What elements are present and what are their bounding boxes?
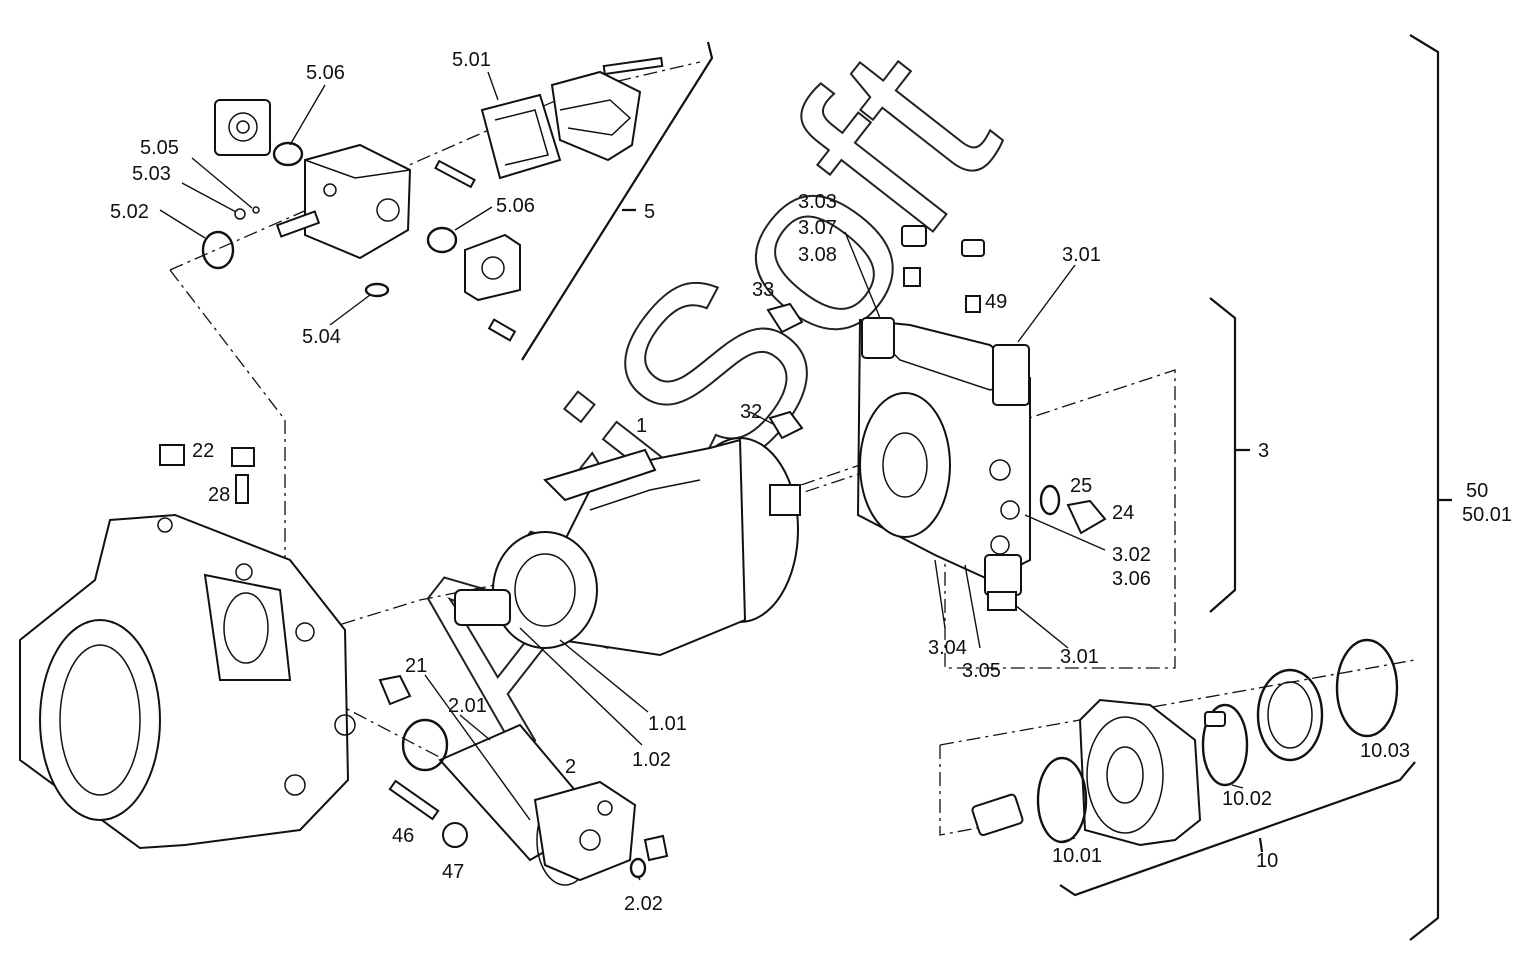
oring-10-01 — [1036, 756, 1088, 844]
label-2-01: 2.01 — [448, 695, 487, 717]
shim-10 — [1256, 668, 1324, 762]
plug-21 — [378, 674, 412, 706]
pump-housing — [19, 513, 356, 850]
plug-24 — [1066, 499, 1107, 535]
label-5-04: 5.04 — [302, 326, 341, 348]
label-10-03: 10.03 — [1360, 740, 1410, 762]
cover-assembly-10 — [971, 698, 1202, 847]
spring-28 — [235, 474, 249, 504]
plug-2-02 — [643, 834, 669, 862]
label-3-08: 3.08 — [798, 244, 837, 266]
label-33: 33 — [752, 279, 774, 301]
spring-3-top — [903, 267, 921, 287]
plug-49-top — [961, 239, 985, 257]
label-3-05: 3.05 — [962, 660, 1001, 682]
bracket-3 — [1209, 297, 1250, 613]
washer-5-03 — [234, 208, 246, 220]
oring-5-06-left — [272, 141, 304, 167]
bracket-10 — [1059, 761, 1416, 897]
label-32: 32 — [740, 401, 762, 423]
label-5-01: 5.01 — [452, 49, 491, 71]
filter-assembly-2 — [438, 723, 637, 886]
label-10-02: 10.02 — [1222, 788, 1272, 810]
label-49: 49 — [985, 291, 1007, 313]
label-24: 24 — [1112, 502, 1134, 524]
callout-labels: 5.01 5.06 5.05 5.03 5.02 5.06 5.04 5 3.0… — [110, 49, 1512, 915]
label-3-01-bottom: 3.01 — [1060, 646, 1099, 668]
label-3-03: 3.03 — [798, 191, 837, 213]
oring-5-04 — [364, 282, 390, 298]
plug-22 — [159, 444, 185, 466]
label-1-02: 1.02 — [632, 749, 671, 771]
leader-lines — [159, 71, 1386, 881]
washer-5-05 — [252, 206, 260, 214]
label-5-06-right: 5.06 — [496, 195, 535, 217]
oring-5-02 — [201, 230, 235, 270]
oring-25 — [1039, 484, 1061, 516]
label-46: 46 — [392, 825, 414, 847]
label-21: 21 — [405, 655, 427, 677]
label-22: 22 — [192, 440, 214, 462]
label-28: 28 — [208, 484, 230, 506]
label-1-01: 1.01 — [648, 713, 687, 735]
pump-assembly-1 — [454, 437, 801, 657]
valve-block-3 — [856, 317, 1031, 611]
label-3-07: 3.07 — [798, 217, 837, 239]
bracket-5 — [521, 41, 714, 361]
label-5: 5 — [644, 201, 655, 223]
oring-21 — [401, 718, 449, 772]
label-1: 1 — [636, 415, 647, 437]
pin-10-02 — [1204, 711, 1226, 727]
plug-28 — [231, 447, 255, 467]
label-5-03: 5.03 — [132, 163, 171, 185]
oring-10-02 — [1201, 703, 1249, 787]
label-10: 10 — [1256, 850, 1278, 872]
label-5-02: 5.02 — [110, 201, 149, 223]
label-2-02: 2.02 — [624, 893, 663, 915]
label-3-04: 3.04 — [928, 637, 967, 659]
plug-3-top — [901, 225, 927, 247]
label-2: 2 — [565, 756, 576, 778]
plug-33 — [766, 302, 804, 334]
label-50-01: 50.01 — [1462, 504, 1512, 526]
label-25: 25 — [1070, 475, 1092, 497]
block-assembly-5 — [214, 56, 664, 342]
screw-46 — [388, 779, 440, 821]
nut-47 — [442, 822, 468, 848]
shim-10-inner — [1267, 681, 1313, 749]
oring-2-02 — [629, 857, 647, 879]
plug-32 — [768, 410, 804, 440]
label-5-05: 5.05 — [140, 137, 179, 159]
label-47: 47 — [442, 861, 464, 883]
label-10-01: 10.01 — [1052, 845, 1102, 867]
label-3-02: 3.02 — [1112, 544, 1151, 566]
oring-10-03 — [1335, 638, 1399, 738]
label-3-06: 3.06 — [1112, 568, 1151, 590]
spring-49 — [965, 295, 981, 313]
label-5-06-top: 5.06 — [306, 62, 345, 84]
oring-5-06-right — [426, 226, 458, 254]
label-3-01-top: 3.01 — [1062, 244, 1101, 266]
label-50: 50 — [1466, 480, 1488, 502]
bracket-50 — [1409, 34, 1452, 941]
label-3: 3 — [1258, 440, 1269, 462]
